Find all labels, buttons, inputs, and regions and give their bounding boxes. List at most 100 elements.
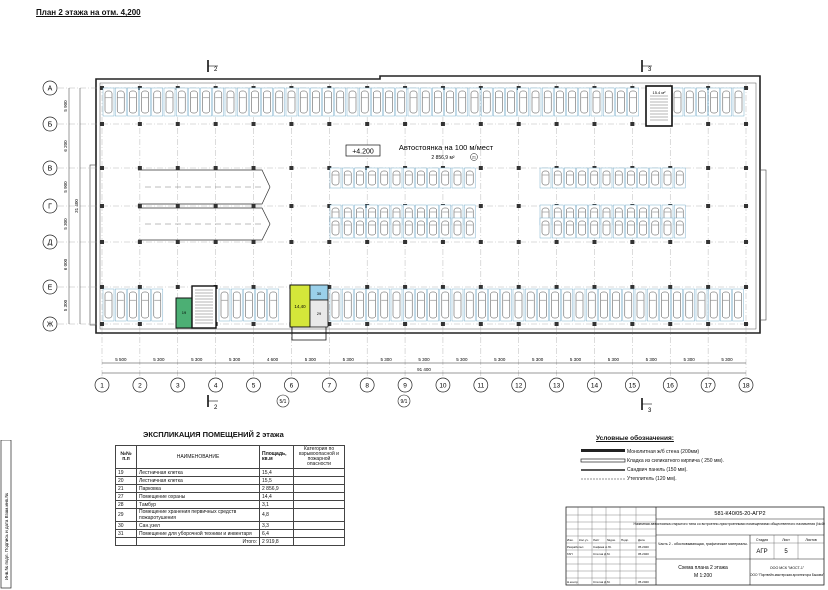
column	[100, 322, 104, 326]
column	[365, 322, 370, 326]
parking-island	[637, 167, 649, 189]
parking-space	[249, 87, 261, 117]
parking-row-north	[102, 87, 115, 117]
car-outline	[141, 90, 149, 114]
cell-num: 19	[115, 468, 137, 477]
car-outline	[663, 220, 672, 236]
car-outline	[404, 220, 413, 236]
org-1: ООО МСК "МОСТ-1"	[770, 566, 805, 570]
cell-area: 3,3	[259, 521, 294, 530]
parking-island	[427, 217, 439, 239]
car-outline	[385, 90, 393, 114]
car-outline	[453, 170, 462, 186]
parking-space	[661, 217, 674, 239]
car-outline	[404, 291, 413, 319]
room-label: 29	[317, 311, 322, 316]
car-outline	[453, 220, 462, 236]
parking-row-south	[732, 288, 744, 322]
car-outline	[356, 220, 364, 236]
stamp-header: Кол.уч.	[579, 538, 589, 542]
column	[744, 285, 748, 289]
parking-island	[366, 217, 378, 239]
parking-row-south	[427, 288, 439, 322]
column	[137, 285, 142, 289]
room-area: 2 856,9 м²	[431, 155, 455, 161]
sub-axis-bubble	[276, 394, 290, 408]
column	[516, 166, 521, 170]
parking-row-north	[432, 87, 444, 117]
column	[327, 204, 332, 208]
car-outline	[551, 291, 559, 319]
parking-space	[539, 217, 552, 239]
stamp-border	[565, 506, 825, 586]
stamp-date: 05.2020	[638, 580, 649, 584]
parking-space	[329, 217, 342, 239]
outer-wall	[95, 75, 761, 334]
car-outline	[566, 170, 574, 186]
parking-space	[720, 288, 732, 322]
cell-category	[293, 521, 345, 530]
col-dim-text: 5 300	[305, 357, 317, 362]
parking-row-north	[285, 87, 298, 117]
parking-row-north	[517, 87, 530, 117]
level-mark: +4.200	[352, 149, 374, 156]
parking-space	[151, 288, 164, 322]
parking-space	[683, 87, 696, 117]
parking-space	[627, 87, 639, 117]
parking-island	[612, 217, 625, 239]
parking-row-south	[549, 288, 561, 322]
parking-island	[463, 217, 476, 239]
parking-row-south	[151, 288, 164, 322]
parking-space	[243, 288, 255, 322]
legend-symbol-concrete	[581, 449, 625, 452]
column	[175, 166, 180, 170]
column	[175, 240, 180, 244]
cell-name: Сан.узел	[136, 521, 260, 530]
total-length-text: 91 400	[417, 367, 431, 372]
car-outline	[453, 291, 462, 319]
cell-name: Помещение для уборочной техники и инвент…	[136, 529, 260, 538]
legend-title: Условные обозначения:	[596, 435, 674, 442]
parking-space	[390, 167, 403, 189]
parking-row-south	[267, 288, 280, 322]
parking-island	[402, 167, 415, 189]
parking-row-south	[415, 288, 427, 322]
cell-name: Итого:	[136, 537, 260, 546]
column	[175, 122, 180, 126]
stamp-name: Стилов Д.М.	[593, 552, 610, 556]
axis-bubble-col	[473, 377, 489, 393]
parking-row-north	[671, 87, 684, 117]
parking-space	[493, 87, 505, 117]
parking-space	[578, 87, 591, 117]
car-outline	[566, 220, 574, 236]
column	[289, 166, 294, 170]
parking-row-north	[407, 87, 420, 117]
column	[403, 322, 408, 326]
parking-island	[378, 217, 391, 239]
parking-row-north	[720, 87, 733, 117]
parking-space	[463, 288, 476, 322]
parking-row-north	[578, 87, 591, 117]
parking-space	[415, 167, 427, 189]
column	[327, 285, 332, 289]
parking-space	[267, 288, 280, 322]
explication-table: №№ п.п НАИМЕНОВАНИЕ Площадь, кв.м Катего…	[115, 445, 345, 546]
axis-label-row: Г	[48, 204, 52, 211]
parking-space	[427, 217, 439, 239]
parking-space	[383, 87, 395, 117]
column	[213, 122, 218, 126]
parking-island	[354, 167, 366, 189]
row-dim-text: 6 200	[63, 140, 68, 152]
side-stamp-text: Инв.№ подл. Подпись и дата Взам.инв.№	[4, 493, 9, 580]
parking-row-north	[529, 87, 542, 117]
parking-space	[390, 288, 403, 322]
column	[478, 86, 483, 90]
axis-bubble-row	[42, 316, 58, 332]
car-outline	[368, 170, 376, 186]
parking-space	[354, 217, 366, 239]
car-outline	[698, 90, 706, 114]
stamp-name: Стилов Д.М.	[593, 580, 610, 584]
parking-space	[564, 217, 576, 239]
